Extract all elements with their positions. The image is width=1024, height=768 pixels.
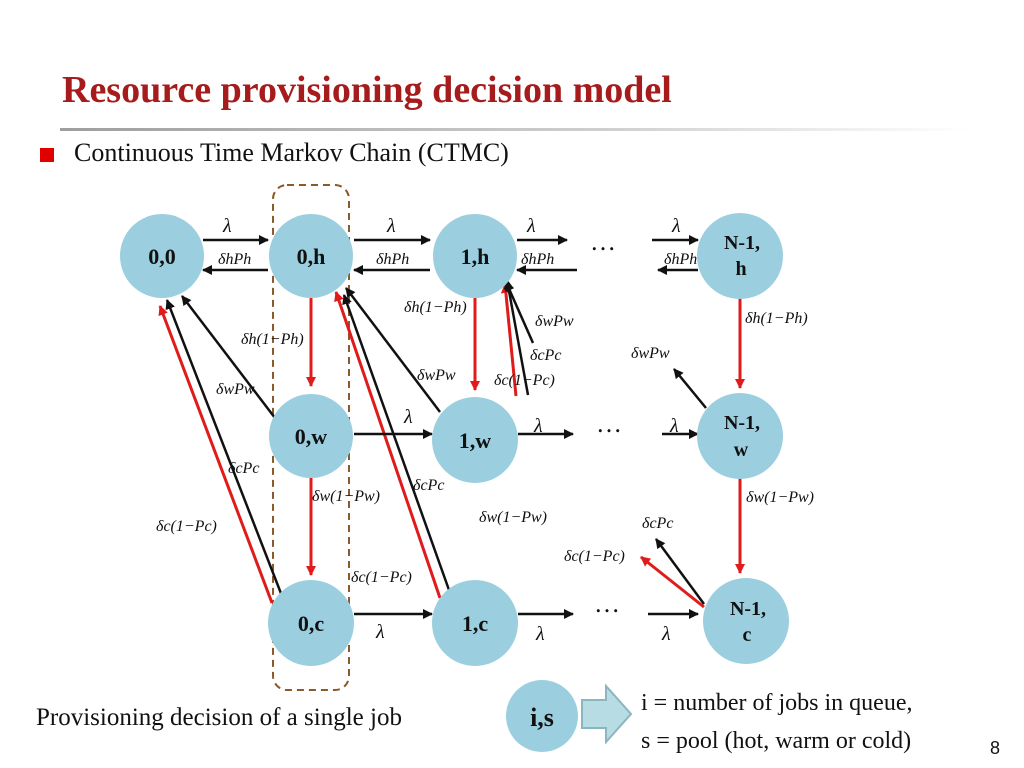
state-node-0-h: 0,h — [269, 214, 353, 298]
edge-0c-to-00-b — [165, 299, 284, 597]
ellipsis: … — [590, 227, 616, 256]
state-label: 1,h — [461, 244, 490, 269]
state-label: 1,c — [462, 611, 489, 636]
rate-label: δhPh — [218, 251, 251, 268]
legend-arrow-icon — [581, 683, 633, 745]
rate-label: δw(1−Pw) — [479, 509, 547, 526]
diagram-caption: Provisioning decision of a single job — [36, 704, 402, 731]
rate-label: δh(1−Ph) — [745, 310, 808, 327]
rate-label: λ — [526, 215, 536, 237]
legend-node — [506, 680, 578, 752]
edge-n1c-to-left-b — [654, 538, 706, 605]
state-node-0-c: 0,c — [268, 580, 354, 666]
rate-label: δhPh — [664, 251, 697, 268]
rate-label: λ — [533, 415, 543, 437]
edge-n1c-to-left — [640, 555, 705, 609]
state-label: 0,h — [297, 244, 326, 269]
square-bullet-icon — [40, 148, 54, 162]
page-number: 8 — [990, 738, 1001, 758]
state-node-0-w: 0,w — [269, 394, 353, 478]
edge-1c-to-0h — [334, 291, 442, 599]
state-node-n1-w: N-1, w — [697, 393, 783, 479]
rate-label: δwPw — [535, 313, 574, 330]
legend-node-label: i,s — [530, 703, 554, 732]
red-transitions — [158, 283, 745, 609]
rate-label: δcPc — [530, 347, 561, 364]
bullet-item: Continuous Time Markov Chain (CTMC) — [40, 138, 509, 168]
state-label: 0,c — [298, 611, 325, 636]
state-nodes: 0,0 0,h 1,h N-1, h 0,w 1,w N-1, w — [120, 213, 789, 666]
legend-description: i = number of jobs in queue, s = pool (h… — [641, 684, 913, 760]
rate-label: δhPh — [376, 251, 409, 268]
rate-label: δhPh — [521, 251, 554, 268]
state-node-n1-c: N-1, c — [703, 578, 789, 664]
rate-label: δwPw — [216, 381, 255, 398]
ellipsis-markers: … … … — [590, 227, 622, 618]
page-title: Resource provisioning decision model — [62, 69, 672, 111]
rate-label: δc(1−Pc) — [494, 372, 555, 389]
state-label: N-1, — [724, 232, 760, 254]
rate-label: δwPw — [417, 367, 456, 384]
state-node-1-c: 1,c — [432, 580, 518, 666]
state-label: 1,w — [459, 428, 492, 453]
edge-0c-to-00 — [158, 305, 274, 604]
rate-label: δc(1−Pc) — [564, 548, 625, 565]
rate-label: λ — [403, 406, 413, 428]
ellipsis: … — [594, 589, 620, 618]
rate-label: λ — [375, 621, 385, 643]
rate-label: δcPc — [413, 477, 444, 494]
rate-labels: λ λ λ λ δhPh δhPh δhPh δhPh δh(1−Ph) δh(… — [156, 215, 814, 645]
edge-0w-to-00 — [181, 295, 276, 419]
ellipsis: … — [596, 409, 622, 438]
legend-line-1: i = number of jobs in queue, — [641, 690, 913, 716]
rate-label: λ — [535, 623, 545, 645]
edge-1c-to-0h-b — [342, 294, 451, 591]
legend: i,s — [506, 680, 633, 752]
state-node-0-0: 0,0 — [120, 214, 204, 298]
rate-label: λ — [386, 215, 396, 237]
state-label: N-1, — [730, 598, 766, 620]
rate-label: δw(1−Pw) — [746, 489, 814, 506]
rate-label: δw(1−Pw) — [312, 488, 380, 505]
state-label-sub: w — [734, 439, 749, 461]
state-label-sub: h — [735, 258, 746, 280]
rate-label: λ — [671, 215, 681, 237]
state-node-1-h: 1,h — [433, 214, 517, 298]
rate-label: δcPc — [642, 515, 673, 532]
rate-label: δh(1−Ph) — [404, 299, 467, 316]
edge-1w-to-1h — [500, 283, 518, 397]
rate-label: λ — [661, 623, 671, 645]
state-label: 0,w — [295, 424, 328, 449]
edge-n1w-to-left — [673, 368, 707, 409]
edge-1w-to-1h-b — [503, 279, 530, 396]
edge-1w-to-1h-c — [504, 281, 535, 344]
rate-label: λ — [669, 415, 679, 437]
rate-label: δh(1−Ph) — [241, 331, 304, 348]
state-node-n1-h: N-1, h — [697, 213, 783, 299]
edge-1w-to-0h — [345, 287, 441, 413]
rate-label: δc(1−Pc) — [156, 518, 217, 535]
rate-label: δwPw — [631, 345, 670, 362]
bullet-text: Continuous Time Markov Chain (CTMC) — [74, 138, 509, 167]
title-divider — [60, 128, 970, 131]
rate-label: δc(1−Pc) — [351, 569, 412, 586]
state-label: 0,0 — [148, 244, 176, 269]
black-transitions — [165, 235, 707, 619]
state-label: N-1, — [724, 412, 760, 434]
rate-label: δcPc — [228, 460, 259, 477]
state-label-sub: c — [743, 624, 752, 646]
state-node-1-w: 1,w — [432, 397, 518, 483]
rate-label: λ — [222, 215, 232, 237]
legend-line-2: s = pool (hot, warm or cold) — [641, 728, 912, 754]
